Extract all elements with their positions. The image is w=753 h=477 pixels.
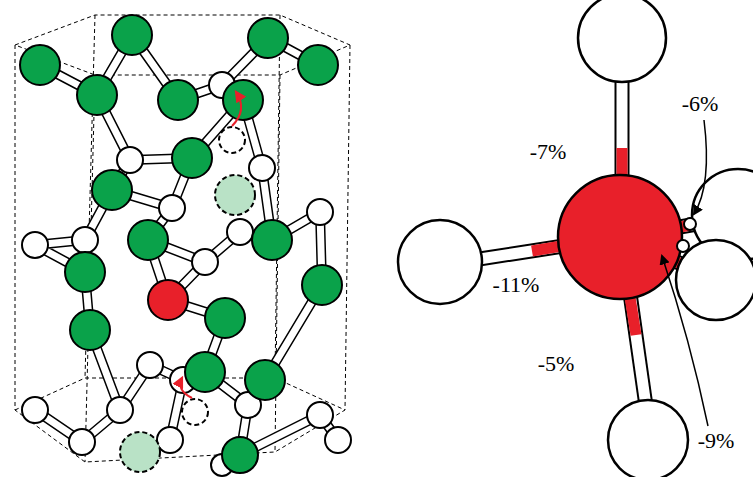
strain-label: -11%: [493, 274, 540, 296]
strain-label: -6%: [682, 93, 719, 115]
strain-label: -9%: [698, 430, 735, 452]
strain-label: -5%: [538, 353, 575, 375]
strain-label: -7%: [530, 141, 567, 163]
